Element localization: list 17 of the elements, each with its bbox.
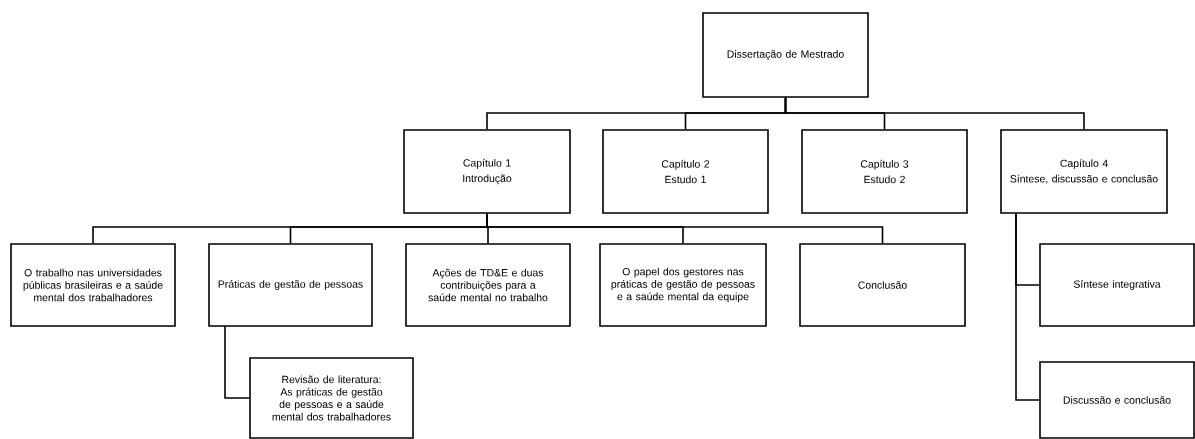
connector-line [486, 213, 884, 244]
chapter-box: Revisão de literatura: As práticas de gestão de pessoas e a saúde mental dos trabalhadores [249, 357, 414, 439]
chapter-box: Discussão e conclusão [1039, 361, 1195, 439]
connector-line [784, 97, 1085, 130]
connector-line [1015, 212, 1040, 401]
chapter-box: Capítulo 2 Estudo 1 [602, 129, 769, 214]
chapter-box: O papel dos gestores nas práticas de gestão de pessoas e a saúde mental da equipe [599, 243, 767, 327]
chapter-box: O trabalho nas universidades públicas brasileiras e a saúde mental dos trabalhadores [10, 243, 176, 327]
chapter-box: Capítulo 4 Síntese, discussão e conclusão [1000, 129, 1168, 214]
chapter-box: Conclusão [799, 243, 966, 327]
chapter-box: Ações de TD&E e duas contribuições para a saúde mental no trabalho [405, 243, 571, 327]
chapter-box: Capítulo 1 Introdução [403, 129, 571, 214]
chapter-box: Síntese integrativa [1039, 243, 1195, 327]
chapter-box: Capítulo 3 Estudo 2 [801, 129, 968, 214]
chapter-box: Práticas de gestão de pessoas [208, 243, 373, 327]
chapter-box: Dissertação de Mestrado [702, 12, 869, 98]
connector-line [224, 325, 250, 399]
